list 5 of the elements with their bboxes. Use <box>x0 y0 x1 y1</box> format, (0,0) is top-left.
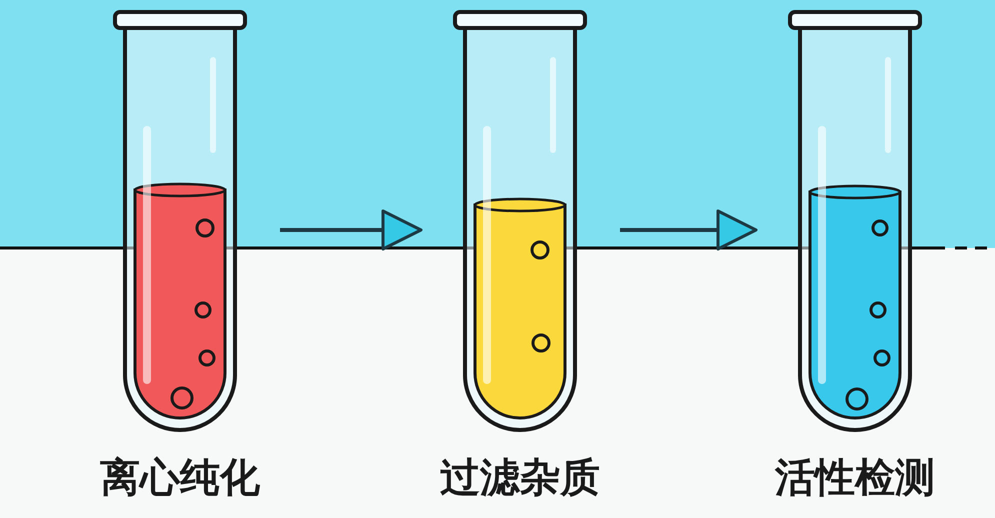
arrow <box>280 210 422 250</box>
step-label: 活性检测 <box>774 454 936 503</box>
step-label: 离心纯化 <box>99 454 261 503</box>
step-label: 过滤杂质 <box>439 454 601 503</box>
arrow <box>620 210 758 250</box>
